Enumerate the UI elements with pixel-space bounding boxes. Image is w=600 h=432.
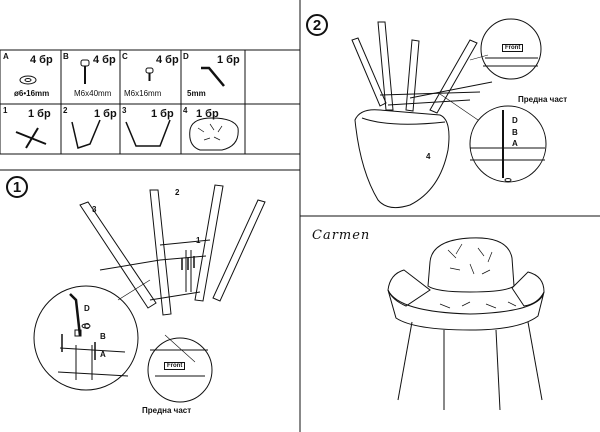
step2-label-a: A	[512, 139, 518, 148]
step1-label-c: C	[84, 322, 90, 331]
part-letter-d: D	[183, 52, 189, 61]
part-qty-c: 4 бр	[156, 54, 179, 66]
long-bolt-icon	[80, 59, 90, 84]
part-letter-c: C	[122, 52, 128, 61]
step2-badge: 2	[306, 14, 328, 36]
step1-label-b: B	[100, 332, 106, 341]
step1-callout-bracket: 1	[196, 236, 201, 245]
part-num-1: 1	[3, 106, 8, 115]
part-letter-b: B	[63, 52, 69, 61]
part-qty-d: 1 бр	[217, 54, 240, 66]
carmen-chair-illustration	[387, 237, 545, 411]
step1-badge: 1	[6, 176, 28, 198]
part-qty-1: 1 бр	[28, 108, 51, 120]
washer-icon	[19, 75, 37, 85]
seat-shell-icon	[189, 117, 239, 151]
step2-callout-seat: 4	[426, 152, 431, 161]
part-qty-3: 1 бр	[151, 108, 174, 120]
step1-caption: Предна част	[142, 406, 192, 415]
parts-table-border	[0, 49, 301, 155]
part-size-d: 5mm	[187, 89, 206, 98]
step1-front-tag: Front	[164, 362, 186, 370]
cross-bracket-icon	[15, 127, 47, 149]
part-size-b: M6x40mm	[74, 89, 112, 98]
step2-frame-drawing	[351, 18, 547, 209]
step2-caption: Предна част	[518, 95, 568, 104]
part-size-a: ø6•16mm	[14, 89, 50, 98]
step1-frame-drawing	[33, 184, 266, 403]
allen-key-icon	[201, 66, 225, 87]
short-bolt-icon	[145, 67, 154, 81]
part-num-4: 4	[183, 106, 188, 115]
model-name: Carmen	[312, 228, 371, 243]
rear-leg-pair-icon	[125, 119, 171, 147]
step2-label-d: D	[512, 116, 518, 125]
part-qty-2: 1 бр	[94, 108, 117, 120]
step2-label-b: B	[512, 128, 518, 137]
part-num-2: 2	[63, 106, 68, 115]
part-qty-a: 4 бр	[30, 54, 53, 66]
front-leg-pair-icon	[71, 119, 101, 149]
part-qty-4: 1 бр	[196, 108, 219, 120]
step1-label-a: A	[100, 350, 106, 359]
part-qty-b: 4 бр	[93, 54, 116, 66]
part-letter-a: A	[3, 52, 9, 61]
step2-front-tag: Front	[502, 44, 524, 52]
part-num-3: 3	[122, 106, 127, 115]
step1-label-d: D	[84, 304, 90, 313]
step1-callout-leg-rear: 3	[92, 205, 97, 214]
step1-callout-leg-front: 2	[175, 188, 180, 197]
part-size-c: M6x16mm	[124, 89, 162, 98]
